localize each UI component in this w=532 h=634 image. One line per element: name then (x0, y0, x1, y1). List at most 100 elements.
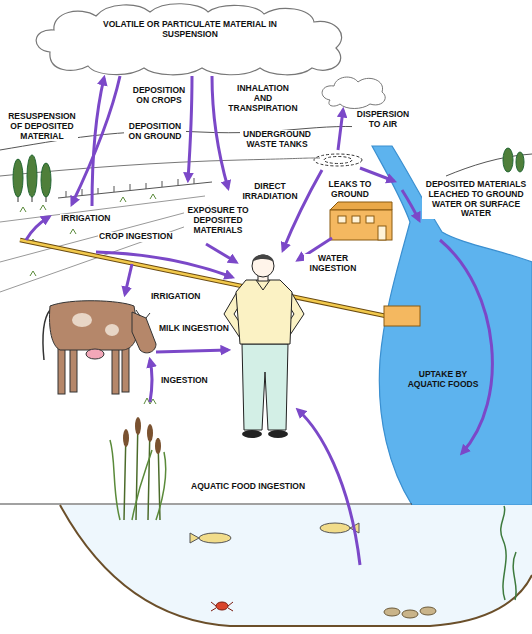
clams (420, 607, 436, 615)
man (236, 280, 292, 344)
cattails (135, 417, 141, 435)
pathway-label: DIRECT IRRADIATION (238, 182, 302, 202)
waste-tanks (314, 154, 362, 166)
waste-tanks (314, 154, 362, 166)
pathway-label: LEAKS TO GROUND (324, 180, 376, 200)
cloud-shape: VOLATILE OR PARTICULATE MATERIAL IN SUSP… (30, 2, 350, 76)
cow (49, 301, 138, 350)
crab (216, 602, 228, 610)
crop-field (0, 216, 215, 292)
fish (320, 523, 350, 533)
pathway-label: INGESTION (160, 376, 209, 386)
clams (384, 607, 436, 618)
building (352, 216, 360, 223)
pond-cross-section (60, 505, 532, 626)
fence (66, 178, 194, 197)
pathway-label: EXPOSURE TO DEPOSITED MATERIALS (184, 206, 252, 235)
pond-plant (501, 506, 506, 600)
crab (211, 602, 233, 611)
pathway-label: UPTAKE BY AQUATIC FOODS (404, 370, 482, 390)
pathway-label: DEPOSITION ON GROUND (124, 122, 186, 142)
cattails (110, 398, 166, 520)
cattails (124, 418, 160, 520)
pathway-arrow (125, 264, 132, 294)
cow (58, 344, 65, 394)
building (330, 210, 392, 240)
cow (43, 301, 156, 394)
trees (503, 148, 513, 172)
pond-plant (501, 506, 517, 600)
smoke-cloud (322, 77, 385, 108)
pipe (384, 306, 420, 326)
trees (41, 163, 51, 197)
pathway-arrow (156, 350, 228, 352)
cow (43, 310, 50, 360)
fish (199, 533, 231, 543)
clams (402, 610, 418, 618)
cow (70, 344, 77, 392)
hills (0, 126, 532, 176)
pathway-label: IRRIGATION (60, 214, 111, 224)
pathway-arrow (298, 410, 360, 565)
pathway-label: DEPOSITED MATERIALS LEACHED TO GROUND WA… (422, 180, 530, 219)
pathway-arrow (440, 240, 492, 453)
cow (122, 344, 129, 392)
pathway-label: AQUATIC FOOD INGESTION (190, 482, 306, 492)
river (372, 146, 532, 505)
cattails (123, 429, 129, 447)
pathway-arrow (402, 190, 419, 220)
cow (72, 313, 92, 327)
pathway-label: DISPERSION TO AIR (352, 110, 414, 130)
pathway-arrow (206, 244, 236, 262)
man (268, 430, 288, 438)
trees (27, 155, 37, 197)
pathway-arrow (72, 76, 120, 204)
cloud-text: VOLATILE OR PARTICULATE MATERIAL IN SUSP… (100, 2, 280, 40)
man (242, 430, 262, 438)
pathway-arrow (96, 252, 232, 277)
cow (136, 310, 150, 318)
pond-plant (513, 552, 516, 600)
man (252, 255, 274, 277)
smoke-cloud (322, 77, 385, 108)
fish (190, 533, 199, 543)
building (366, 216, 374, 223)
pond-cross-section (60, 505, 532, 626)
river (372, 146, 532, 505)
cow (112, 344, 119, 394)
ground-surface (0, 503, 412, 504)
pathway-label: WATER INGESTION (304, 254, 362, 274)
building (330, 202, 392, 210)
building (338, 216, 346, 223)
pathway-label: UNDERGROUND WASTE TANKS (240, 130, 314, 150)
pathway-label: CROP INGESTION (98, 232, 174, 242)
pathway-arrow (26, 217, 49, 240)
trees (13, 159, 23, 197)
ground-surface (0, 504, 412, 505)
fish (190, 523, 359, 543)
cloud-outline (30, 2, 350, 76)
pathway-label: DEPOSITION ON CROPS (128, 86, 190, 106)
pathway-arrow (26, 76, 492, 565)
man (252, 255, 274, 263)
pathway-label: INHALATION AND TRANSPIRATION (226, 84, 300, 113)
clams (384, 608, 400, 616)
cattails (147, 424, 153, 442)
pathway-label: RESUSPENSION OF DEPOSITED MATERIAL (6, 112, 78, 141)
trees (516, 152, 524, 172)
waste-tanks (324, 157, 352, 164)
cattails (155, 438, 161, 454)
pathway-label: MILK INGESTION (158, 324, 230, 334)
building (330, 202, 392, 240)
pathway-label: IRRIGATION (150, 292, 201, 302)
man (224, 255, 304, 439)
cloud-outline (36, 4, 341, 75)
cow (132, 312, 156, 353)
building (378, 226, 386, 240)
crab (211, 602, 233, 611)
cow (105, 324, 119, 336)
man (242, 344, 288, 430)
cow (86, 349, 104, 359)
pond-cross-section (60, 505, 532, 626)
pathway-arrow (338, 110, 343, 150)
